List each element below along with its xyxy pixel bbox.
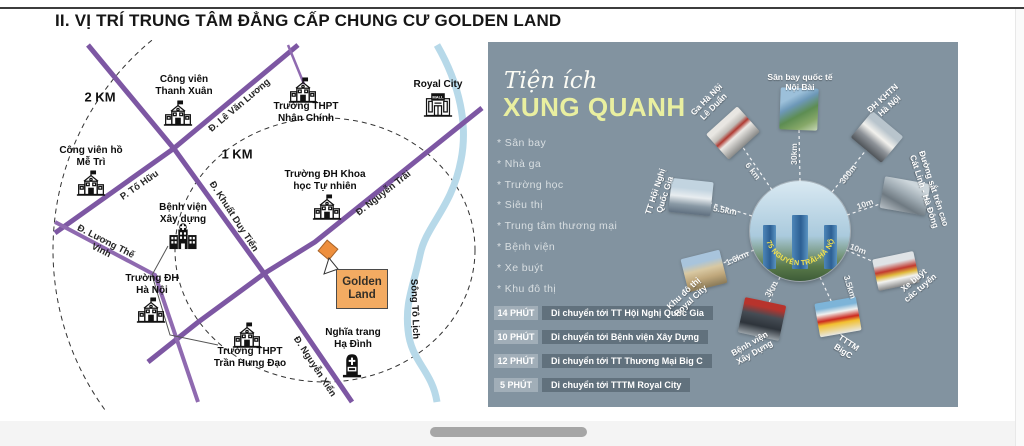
landmark-label-nhan-chinh: Trường THPT Nhân Chính [273,101,339,124]
travel-time: 5 PHÚT [494,378,538,392]
panel-title-main: XUNG QUANH [503,92,686,122]
landmark-label-dh-ha-noi: Trường ĐH Hà Nội [125,273,179,296]
travel-desc: Di chuyển tới Bệnh viện Xây Dựng [542,330,708,344]
travel-time: 12 PHÚT [494,354,538,368]
landmark-label-royal-city: Royal City [413,79,463,91]
mall-icon: MALL [423,91,453,118]
travel-time-row: 10 PHÚT Di chuyển tới Bệnh viện Xây Dựng [494,330,708,344]
road-nguyen-trai [146,106,484,364]
top-divider [0,7,1024,9]
river-label-song-to-lich: Sông Tô Lịch [408,278,422,340]
travel-desc: Di chuyển tới TT Hội Nghị Quốc Gia [542,306,713,320]
tower-graphic [792,215,808,269]
map-graphic [52,40,484,410]
road-le-van-luong-to-huu [53,43,300,236]
svg-text:MALL: MALL [432,95,444,100]
school-icon [76,170,106,197]
landmark-label-ha-dinh: Nghĩa trang Hạ Đình [325,327,381,350]
amenity-item: * Khu đô thị [497,282,557,295]
school-icon [136,297,166,324]
project-label-box: Golden Land [336,269,388,309]
school-icon [163,100,193,127]
svg-text:275 NGUYỄN TRÃI-HÀ NỘI: 275 NGUYỄN TRÃI-HÀ NỘI [750,181,836,267]
hospital-icon [167,222,199,250]
amenity-item: * Sân bay [497,137,547,149]
horizontal-scrollbar-thumb[interactable] [430,427,587,437]
amenities-list: * Sân bay * Nhà ga * Trường học * Siêu t… [497,133,617,299]
landmark-label-dh-khtn: Trường ĐH Khoa học Tự nhiên [284,169,366,192]
amenity-item: * Nhà ga [497,157,542,170]
landmark-label-thanh-xuan: Công viên Thanh Xuân [155,74,213,97]
landmark-label-tran-hung-dao: Trường THPT Trần Hưng Đạo [213,346,287,369]
amenity-item: * Trường học [497,178,564,191]
travel-desc: Di chuyển tới TT Thương Mại Big C [542,354,712,368]
landmark-label-me-tri: Công viên hồ Mễ Trì [59,145,123,168]
page-title: II. VỊ TRÍ TRUNG TÂM ĐẲNG CẤP CHUNG CƯ G… [55,11,562,30]
school-icon [288,77,318,104]
project-hub-photo: 275 NGUYỄN TRÃI-HÀ NỘI [750,181,850,281]
river-to-lich [403,43,467,403]
travel-time: 10 PHÚT [494,330,538,344]
road-luong-the-vinh [54,220,200,403]
travel-time-row: 14 PHÚT Di chuyển tới TT Hội Nghị Quốc G… [494,306,713,320]
travel-time-row: 12 PHÚT Di chuyển tới TT Thương Mại Big … [494,354,712,368]
spoke-label-noi-bai: Sân bay quốc tế Nội Bài [767,71,833,92]
project-pointer [323,256,339,275]
minor-road [151,245,219,346]
amenity-item: * Bệnh viện [497,240,556,253]
panel-title-script: Tiện ích [504,68,598,94]
travel-desc: Di chuyển tới TTTM Royal City [542,378,691,392]
hub-caption: 275 NGUYỄN TRÃI-HÀ NỘI [750,181,836,267]
amenity-item: * Xe buýt [497,261,544,274]
spoke-distance: 30km [789,143,799,165]
ring-label-1km: 1 KM [221,146,253,162]
tower-graphic [763,225,776,269]
travel-time: 14 PHÚT [494,306,538,320]
school-icon [312,194,342,221]
ring-label-2km: 2 KM [84,89,116,105]
tomb-icon [338,351,366,379]
ring-1km [174,117,476,383]
amenity-item: * Siêu thị [497,199,544,212]
photo-tttm-bigc [814,296,862,338]
school-icon [232,322,262,349]
road-khuat-duy-tien-nguyen-xien [86,43,355,404]
landmark-label-bv-xay-dung: Bệnh viện Xây dựng [159,202,207,225]
photo-tt-hoi-nghi [668,177,714,217]
travel-time-row: 5 PHÚT Di chuyển tới TTTM Royal City [494,378,691,392]
amenities-panel [488,42,958,407]
tower-graphic [824,225,837,269]
vertical-scrollbar-track[interactable] [1015,9,1024,446]
photo-san-bay-noi-bai [779,87,819,131]
amenity-item: * Trung tâm thương mại [497,220,618,233]
project-marker [317,239,339,261]
road-stub [286,44,306,85]
